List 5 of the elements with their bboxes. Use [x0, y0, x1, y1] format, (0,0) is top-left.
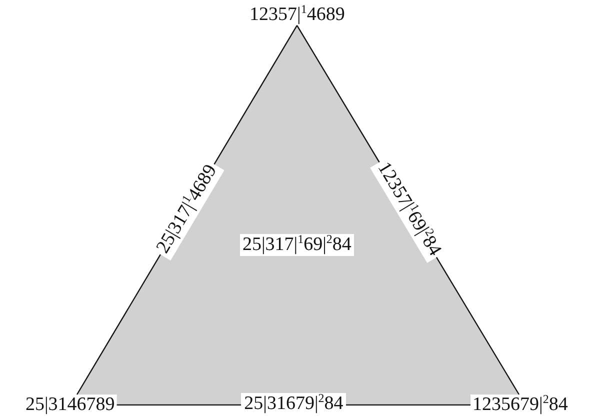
vertex-label: 1235679|$^{2}$84	[470, 394, 570, 416]
vertex-label: 12357|$^{1}$4689	[248, 4, 347, 26]
edge-label: 25|31679|$^{2}$84	[241, 393, 346, 416]
vertex-label: 25|3146789	[24, 394, 117, 416]
region-label: 25|317|$^{1}$69|$^{2}$84	[240, 234, 354, 256]
